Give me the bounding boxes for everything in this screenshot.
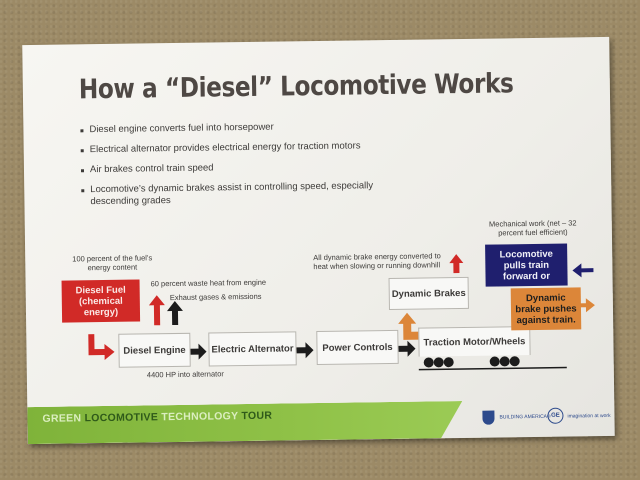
ge-logo-icon: GE xyxy=(547,407,564,424)
traction-to-brakes-arrow xyxy=(398,312,422,340)
hp-note: 4400 HP into alternator xyxy=(146,369,224,380)
brake-heat-arrow xyxy=(449,254,464,274)
tour-word: LOCOMOTIVE xyxy=(84,411,162,425)
traction-motor-box: Traction Motor/Wheels xyxy=(418,326,531,357)
wheel-icon xyxy=(489,356,500,367)
dynamic-brake-pushes-box: Dynamic brake pushes against train. xyxy=(510,287,582,331)
flow-arrows xyxy=(88,254,595,371)
fuel-note: 100 percent of the fuel’s energy content xyxy=(72,253,153,273)
pull-direction-arrow xyxy=(572,263,594,278)
exhaust-arrow xyxy=(166,301,183,326)
rail-track xyxy=(418,366,567,371)
engine-to-alternator-arrow xyxy=(189,343,207,360)
electric-alternator-box: Electric Alternator xyxy=(208,331,297,367)
alternator-to-controls-arrow xyxy=(296,342,314,359)
mechanical-work-note: Mechanical work (net – 32 percent fuel e… xyxy=(488,218,577,238)
diesel-engine-box: Diesel Engine xyxy=(118,332,191,368)
wheel-icon xyxy=(433,357,444,368)
dynamic-brake-note: All dynamic brake energy converted to he… xyxy=(313,251,441,272)
wheel-icon xyxy=(443,357,454,368)
diesel-fuel-box: Diesel Fuel (chemical energy) xyxy=(61,279,141,323)
controls-to-traction-arrow xyxy=(398,340,416,357)
push-direction-arrow xyxy=(575,298,595,313)
building-america-text: BUILDING AMERICA® xyxy=(499,413,551,421)
locomotive-pulls-box: Locomotive pulls train forward or xyxy=(485,243,568,287)
dynamic-brakes-box: Dynamic Brakes xyxy=(388,276,469,311)
union-pacific-shield-icon xyxy=(482,410,495,425)
wheel-icon xyxy=(423,357,434,368)
tour-word: GREEN xyxy=(42,412,85,425)
tour-word: TOUR xyxy=(241,409,273,423)
tour-word: TECHNOLOGY xyxy=(161,410,242,424)
power-controls-box: Power Controls xyxy=(316,329,399,366)
poster-board: How a “Diesel” Locomotive Works Diesel e… xyxy=(22,36,615,445)
wheel-icon xyxy=(509,356,520,367)
fuel-to-engine-arrow xyxy=(88,334,115,360)
wheel-icon xyxy=(499,356,510,367)
waste-heat-arrow xyxy=(148,295,165,326)
ge-tagline: imagination at work xyxy=(567,412,611,420)
